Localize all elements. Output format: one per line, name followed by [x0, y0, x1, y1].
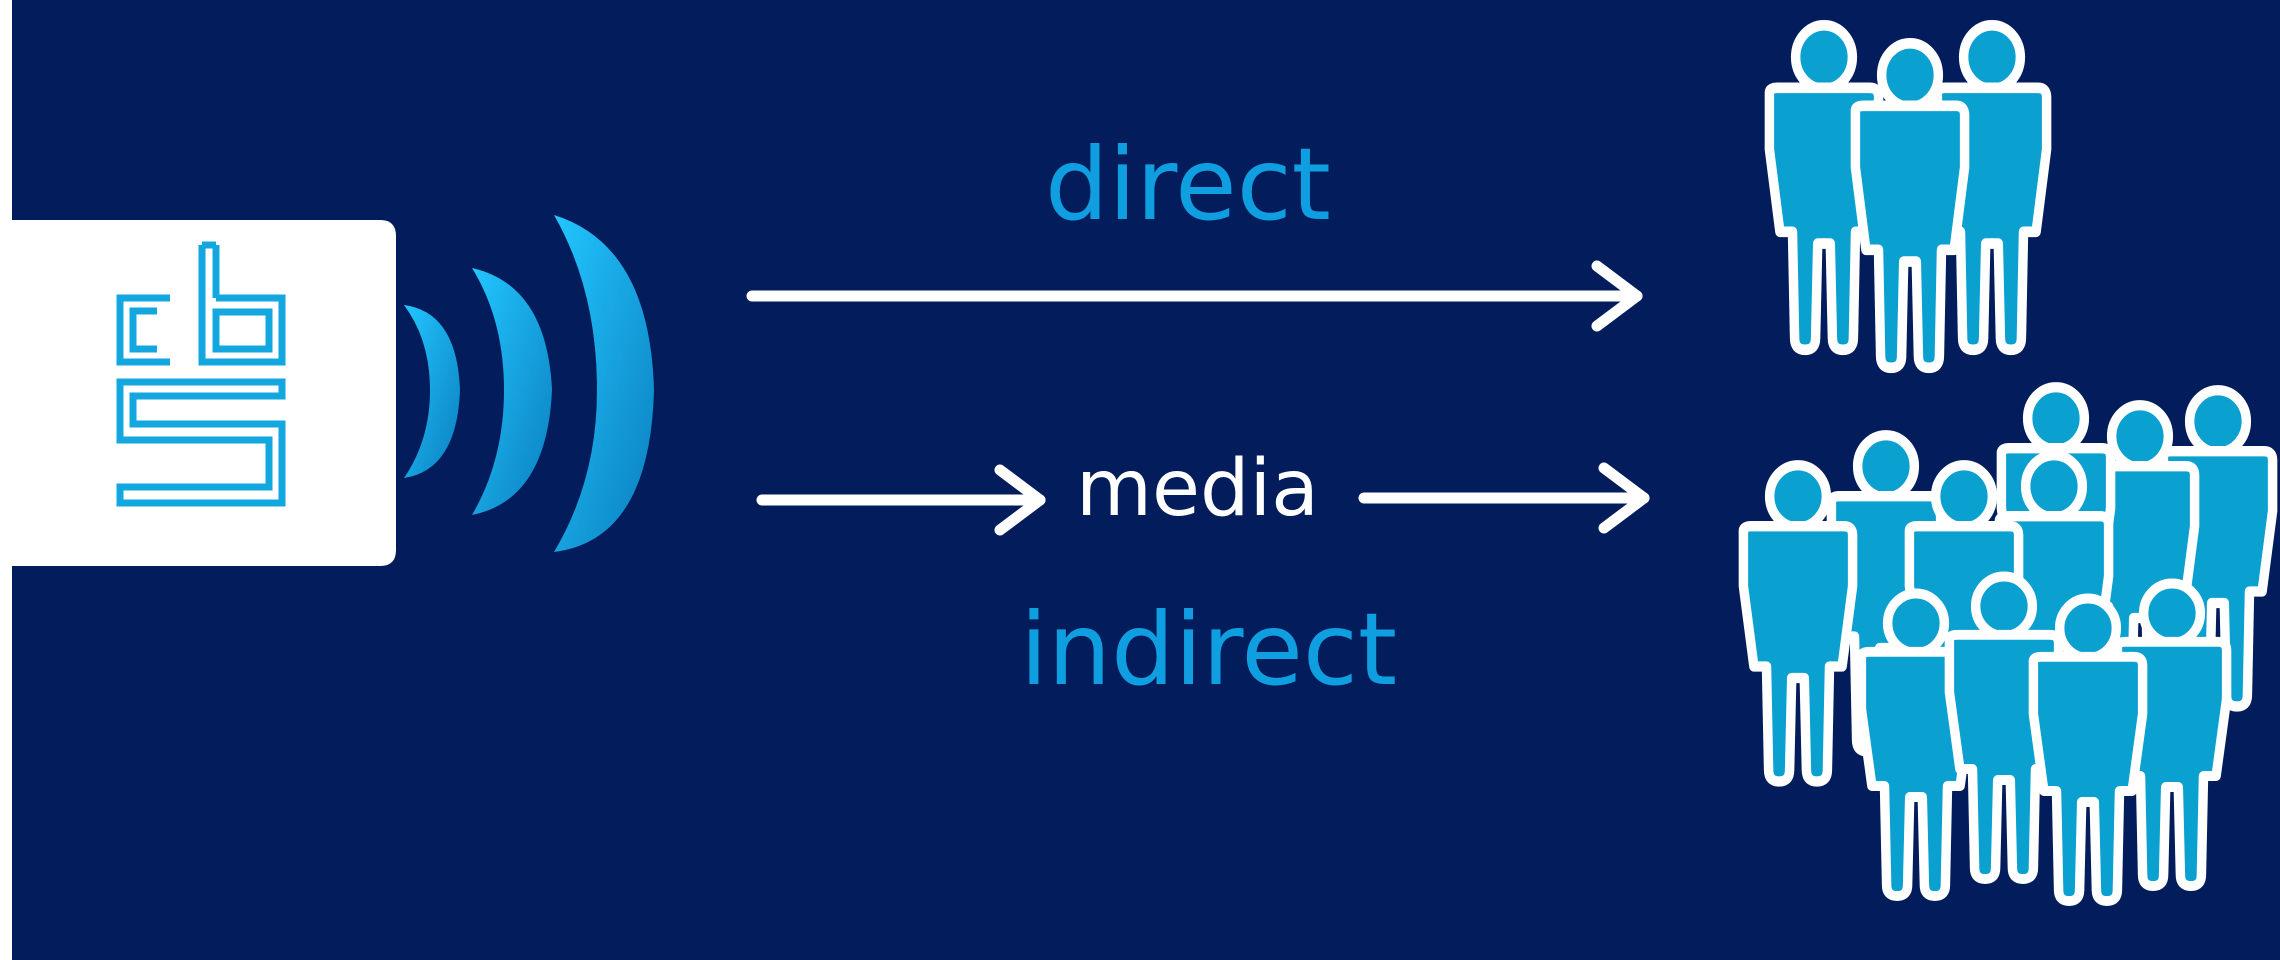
wave-large [554, 215, 654, 552]
cbs-logo [12, 220, 396, 566]
media-label: media [1076, 444, 1319, 534]
large-crowd-people-icon [1743, 387, 2272, 901]
broadcast-waves-icon [404, 215, 654, 552]
direct-label: direct [1045, 126, 1331, 243]
direct-arrow [746, 260, 1643, 332]
media-outgoing-arrow [1358, 462, 1650, 534]
cbs-logo-icon [116, 241, 286, 507]
small-group-people-icon [1769, 25, 2046, 368]
wave-small [404, 305, 460, 478]
diagram-graphics [12, 0, 2280, 960]
indirect-label: indirect [1020, 591, 1398, 708]
wave-medium [472, 268, 552, 515]
diagram-canvas: direct media indirect [12, 0, 2280, 960]
media-incoming-arrow [756, 464, 1046, 536]
